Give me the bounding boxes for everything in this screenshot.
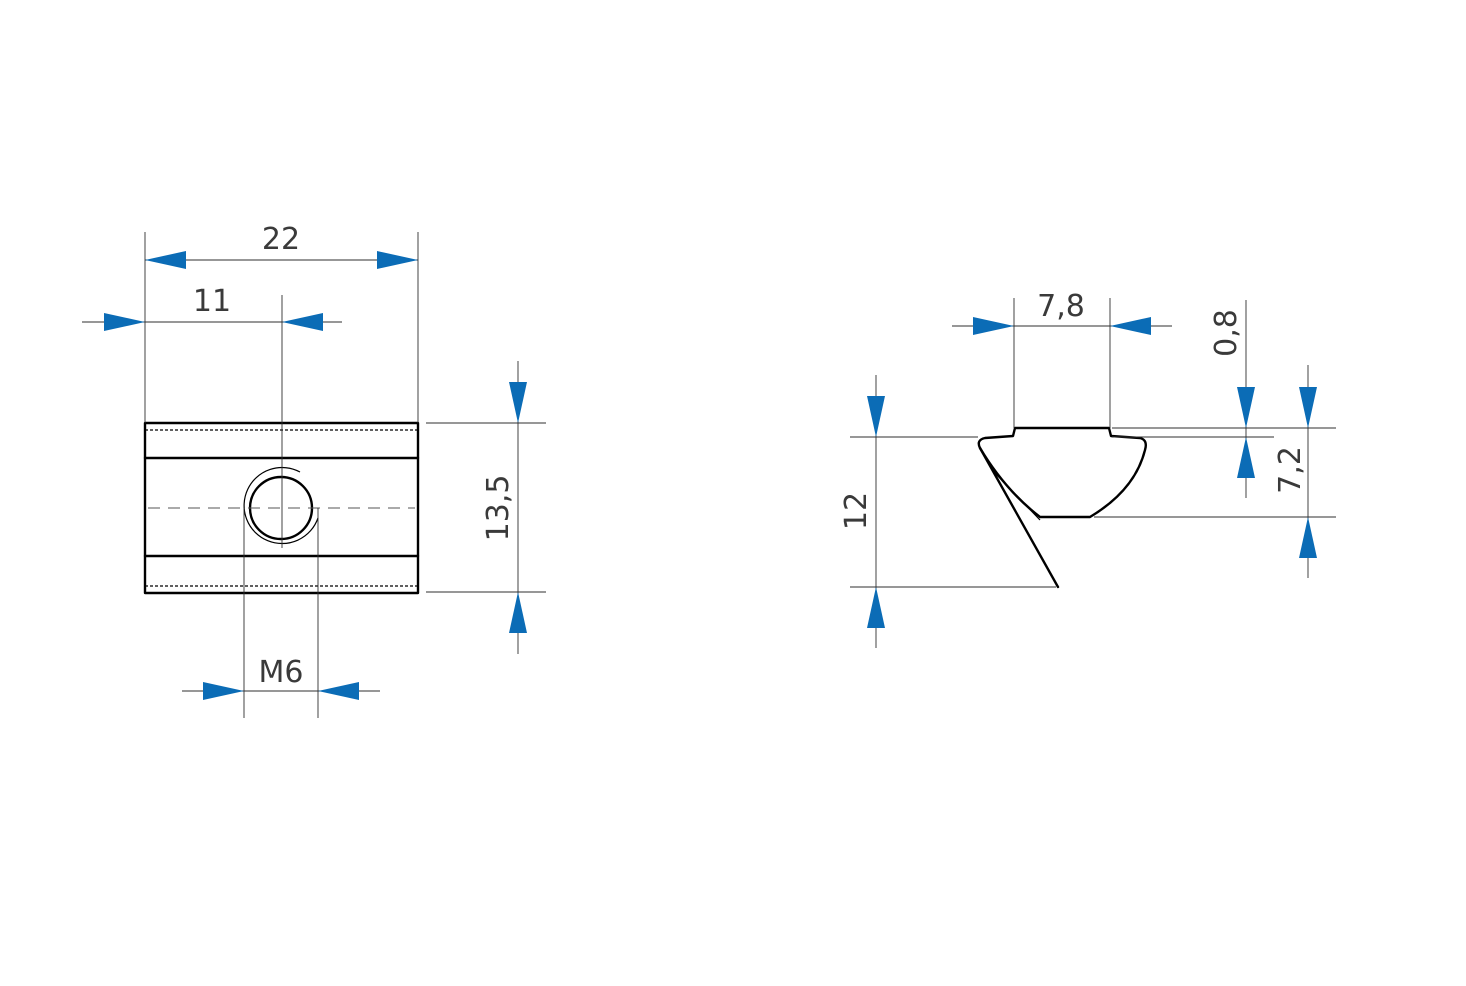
arrowhead (1237, 437, 1255, 478)
arrowhead (377, 251, 418, 269)
arrowhead (867, 396, 885, 437)
front-view: 22 11 13,5 M6 (82, 222, 546, 718)
dim-text-width: 22 (262, 222, 300, 257)
dim-text-center: 11 (193, 284, 231, 319)
arrowhead (1299, 517, 1317, 558)
arrowhead (282, 313, 323, 331)
spring-leaf-edge (991, 469, 1041, 521)
dim-text-top-width: 7,8 (1037, 289, 1085, 324)
arrowhead (104, 313, 145, 331)
dim-text-height: 13,5 (481, 475, 516, 542)
thread-major-arc (243, 466, 319, 545)
arrowhead (509, 592, 527, 633)
dim-text-body-height: 7,2 (1273, 446, 1308, 494)
arrowhead (318, 682, 359, 700)
arrowhead (203, 682, 244, 700)
dim-text-step: 0,8 (1209, 309, 1244, 357)
arrowhead (1110, 317, 1151, 335)
nut-profile (977, 426, 1148, 519)
arrowhead (973, 317, 1014, 335)
arrowhead (1299, 387, 1317, 428)
arrowhead (1237, 387, 1255, 428)
dim-text-thread: M6 (259, 655, 304, 690)
arrowhead (509, 382, 527, 423)
side-view: 7,8 0,8 7,2 12 (839, 289, 1336, 648)
arrowhead (867, 587, 885, 628)
nut-outline (143, 421, 420, 595)
arrowhead (145, 251, 186, 269)
dim-text-total-height: 12 (839, 492, 874, 530)
